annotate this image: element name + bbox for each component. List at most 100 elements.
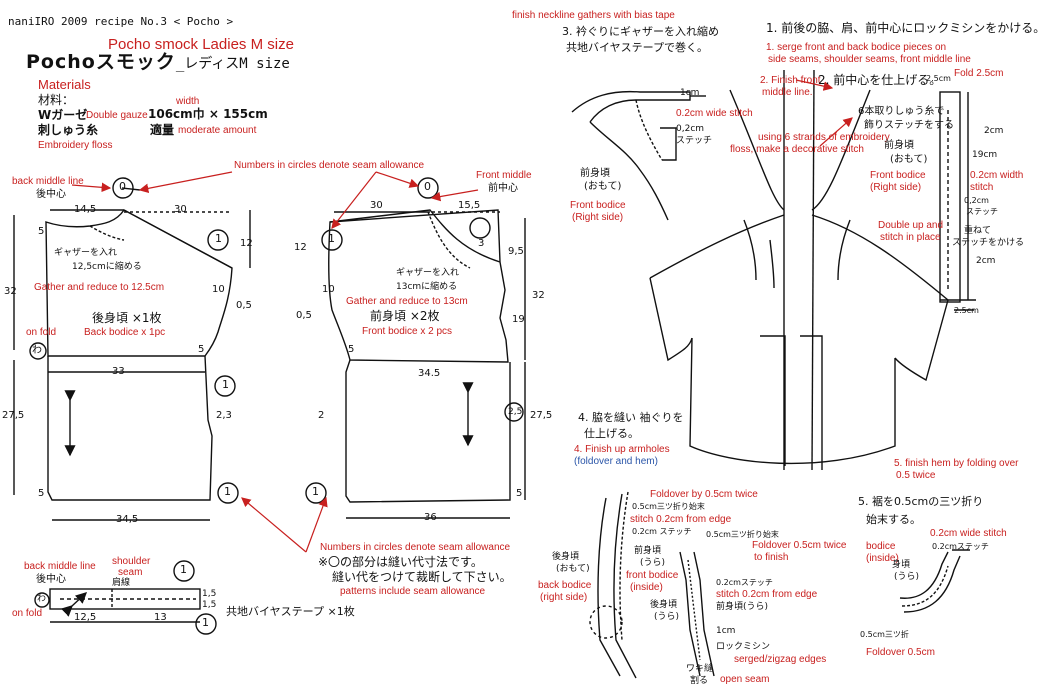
step2-en-1: 2. Finish front (760, 75, 821, 86)
bias-seam-allowance-1a: 1 (180, 563, 187, 576)
title-english: Pocho smock Ladies M size (108, 36, 294, 53)
neckline-detail (571, 90, 706, 221)
step2-double-en-1: Double up and (878, 220, 944, 231)
dim-front-155: 15,5 (458, 200, 481, 211)
dim-front-32: 32 (532, 290, 545, 301)
bias-shoulder-en-1: shoulder (112, 556, 151, 567)
step5-en-2: 0.5 twice (896, 470, 936, 481)
step4-front2-jp: 前身頃(うら) (716, 602, 769, 612)
step5-fold-jp: 0.5cm三ツ折 (860, 630, 909, 639)
step4-jp-2: 仕上げる。 (584, 427, 639, 440)
step4-en: 4. Finish up armholes (574, 444, 670, 455)
step4-back-en-1: back bodice (538, 580, 592, 591)
step4-front-en-2: (inside) (630, 582, 663, 593)
bias-seam-allowance-1b: 1 (202, 616, 209, 629)
bias-fold-mark: わ (37, 594, 47, 604)
bias-on-fold: on fold (12, 608, 43, 619)
floss-amount-en: moderate amount (178, 125, 257, 136)
step5-fold-en: Foldover 0.5cm (866, 647, 935, 658)
step3-jp-1: 3. 衿ぐりにギャザーを入れ縮め (562, 25, 719, 38)
title-suffix: _レディスM size (175, 56, 290, 72)
step1-jp: 1. 前後の脇、肩、前中心にロックミシンをかける。 (766, 21, 1045, 35)
dim-front-3: 3 (478, 238, 485, 249)
bias-dim-15a: 1,5 (202, 589, 217, 599)
step2-dim-02cm: 0,2cm (964, 196, 989, 205)
back-piece-label-jp: 後身頃 ×1枚 (92, 311, 162, 325)
step2-double-jp-1: 重ねて (964, 226, 992, 236)
step2-en-2: middle line. (762, 87, 813, 98)
dim-front-95: 9,5 (508, 246, 524, 257)
step4-fold2-en-1: Foldover 0.5cm twice (752, 540, 847, 551)
step4-fold2-jp: 0.5cm三ツ折り始末 (706, 530, 779, 539)
step2-fold-en: Fold 2.5cm (954, 68, 1004, 79)
seam-allowance-1-back-hem: 1 (224, 485, 231, 498)
bias-caption-jp: 共地バイヤステープ ×1枚 (226, 605, 355, 618)
front-middle-label-jp: 前中心 (488, 183, 518, 194)
dim-front-bottom-5: 5 (516, 488, 523, 499)
gather-note-front-jp-2: 13cmに縮める (396, 282, 458, 292)
step2-stitch-jp: ステッチ (966, 207, 998, 216)
bias-dim-15b: 1,5 (202, 600, 217, 610)
seam-note-en-top: Numbers in circles denote seam allowance (320, 542, 511, 553)
step3-part-en-2: (Right side) (572, 212, 624, 223)
front-bodice-pattern (305, 177, 526, 519)
seam-note-en-bottom: patterns include seam allowance (340, 586, 486, 597)
step4-open-en: open seam (720, 674, 770, 685)
step4-front-jp-1: 前身頃 (634, 546, 662, 556)
fabric-size: 106cm巾 × 155cm (148, 107, 268, 121)
step3-stitch-jp: ステッチ (676, 136, 713, 146)
seam-note-jp-2: 縫い代をつけて裁断して下さい。 (332, 570, 512, 584)
step4-front-en-1: front bodice (626, 570, 679, 581)
dim-back-top-left: 14,5 (74, 204, 97, 215)
width-label: width (176, 96, 200, 107)
step3-part-jp-2: (おもて) (584, 181, 622, 192)
step4-dim-1cm: 1cm (716, 626, 736, 636)
step4-fold2-en-2: to finish (754, 552, 789, 563)
step4-back-en-2: (right side) (540, 592, 588, 603)
step4-en-sub: (foldover and hem) (574, 456, 658, 467)
dim-front-30: 30 (370, 200, 383, 211)
step4-foldover-en: Foldover by 0.5cm twice (650, 489, 758, 500)
step5-jp-2: 始末する。 (866, 513, 921, 526)
page-title: Pochoスモック_レディスM size (26, 51, 290, 74)
step4-jp-1: 4. 脇を縫い 袖ぐりを (578, 411, 684, 424)
step5-en-1: 5. finish hem by folding over (894, 458, 1019, 469)
step3-part-en-1: Front bodice (570, 200, 626, 211)
step5-part-jp-1: 身頃 (892, 560, 911, 570)
step2-double-jp-2: ステッチをかける (952, 238, 1025, 248)
seam-allowance-0-front: 0 (424, 180, 431, 193)
step5-bodice-en-2: (inside) (866, 553, 899, 564)
step2-emb-en-1: using 6 strands of embroidery (758, 132, 890, 143)
on-fold-label-back: on fold (26, 327, 57, 338)
dim-back-33: 33 (112, 366, 125, 377)
dim-front-05: 0,5 (296, 310, 312, 321)
step5-stitch-en: 0.2cm wide stitch (930, 528, 1007, 539)
step1-en-1: 1. serge front and back bodice pieces on (766, 42, 947, 53)
step2-emb-jp-1: 6本取りしゅう糸で (858, 106, 945, 117)
step4-back2-jp: 後身頃 (650, 600, 678, 610)
step2-width-en-1: 0.2cm width (970, 170, 1024, 181)
step2-dim-2cm-b: 2cm (976, 256, 996, 266)
dim-back-height-upper: 32 (4, 286, 17, 297)
materials-heading-en: Materials (38, 77, 91, 92)
dim-front-10: 10 (322, 284, 335, 295)
step4-back-jp-1: 後身頃 (552, 552, 580, 562)
front-middle-detail (939, 91, 976, 311)
seam-allowance-1-front-hem: 1 (312, 485, 319, 498)
step3-dim-1cm: 1cm (680, 88, 700, 98)
bias-back-middle-line-jp: 後中心 (36, 574, 66, 585)
step3-en: finish neckline gathers with bias tape (512, 10, 675, 21)
step4-lock-jp: ロックミシン (716, 642, 771, 652)
bias-strip-pattern (34, 560, 217, 635)
dim-back-bottom: 34,5 (116, 514, 139, 525)
step2-emb-jp-2: 飾りステッチをする (864, 120, 954, 131)
dim-back-05: 0,5 (236, 300, 252, 311)
step2-jp: 2. 前中心を仕上げる。 (818, 73, 942, 87)
dim-back-right: 12 (240, 238, 253, 249)
step4-open-jp-2: 割る (690, 676, 709, 686)
fabric-en: Double gauze (86, 110, 148, 121)
fabric-jp: Wガーゼ (38, 108, 88, 122)
seam-note-jp-1: ※〇の部分は縫い代寸法です。 (318, 555, 483, 569)
step4-serged-en: serged/zigzag edges (734, 654, 827, 665)
step4-back-jp-2: (おもて) (556, 564, 590, 574)
